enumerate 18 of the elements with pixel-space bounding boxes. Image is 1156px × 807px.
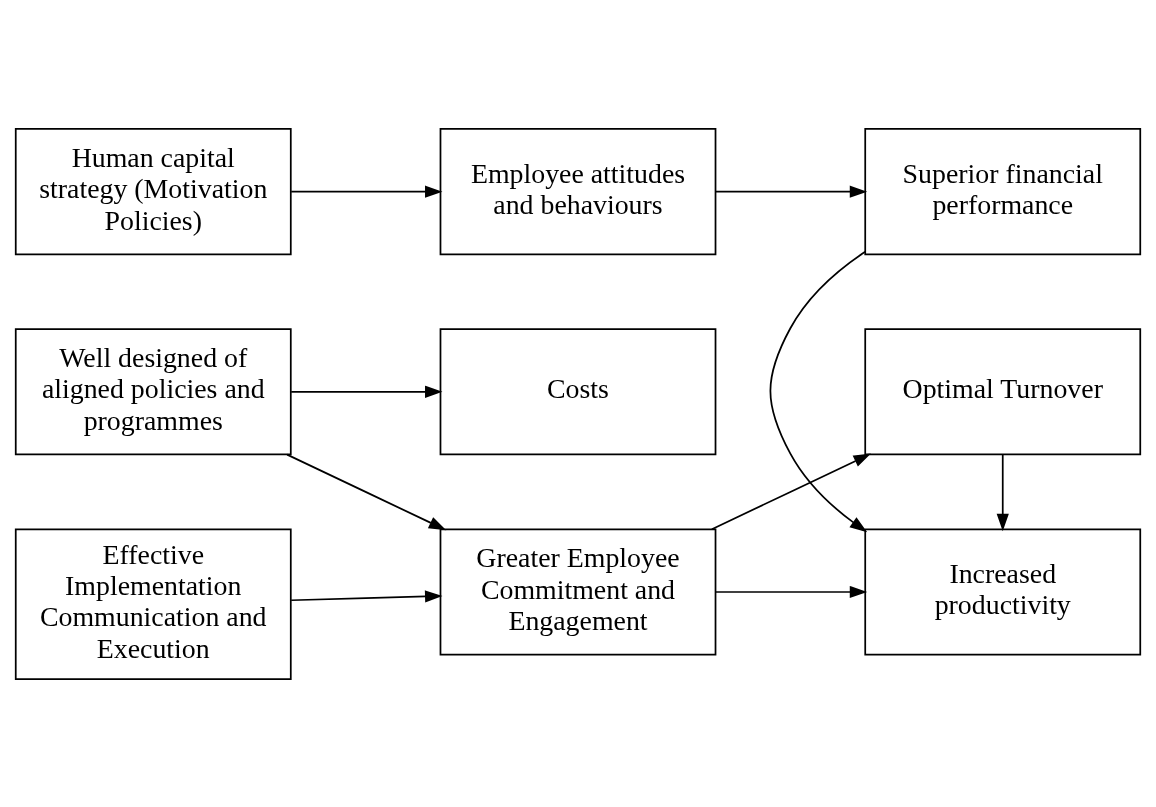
arrow [286,453,447,530]
node-box: Increased productivity [864,527,1142,656]
arrow [290,589,443,602]
node-box: Well designed of aligned policies and programmes [14,327,292,455]
arrow [290,385,443,398]
node-box: Costs [439,327,717,455]
node-box: Employee attitudes and behaviours [439,127,717,255]
arrow [769,250,868,532]
node-box: Superior financial performance [864,127,1142,255]
node-box: Effective Implementation Communication and Execution [14,527,292,680]
node-box: Human capital strategy (Motivation Policies) [14,127,292,255]
arrow [996,453,1009,531]
arrow [290,185,443,198]
arrow [715,585,868,598]
arrow [715,185,868,198]
node-box: Optimal Turnover [864,327,1142,455]
node-box: Greater Employee Commitment and Engagement [439,527,717,656]
arrow [711,453,871,530]
